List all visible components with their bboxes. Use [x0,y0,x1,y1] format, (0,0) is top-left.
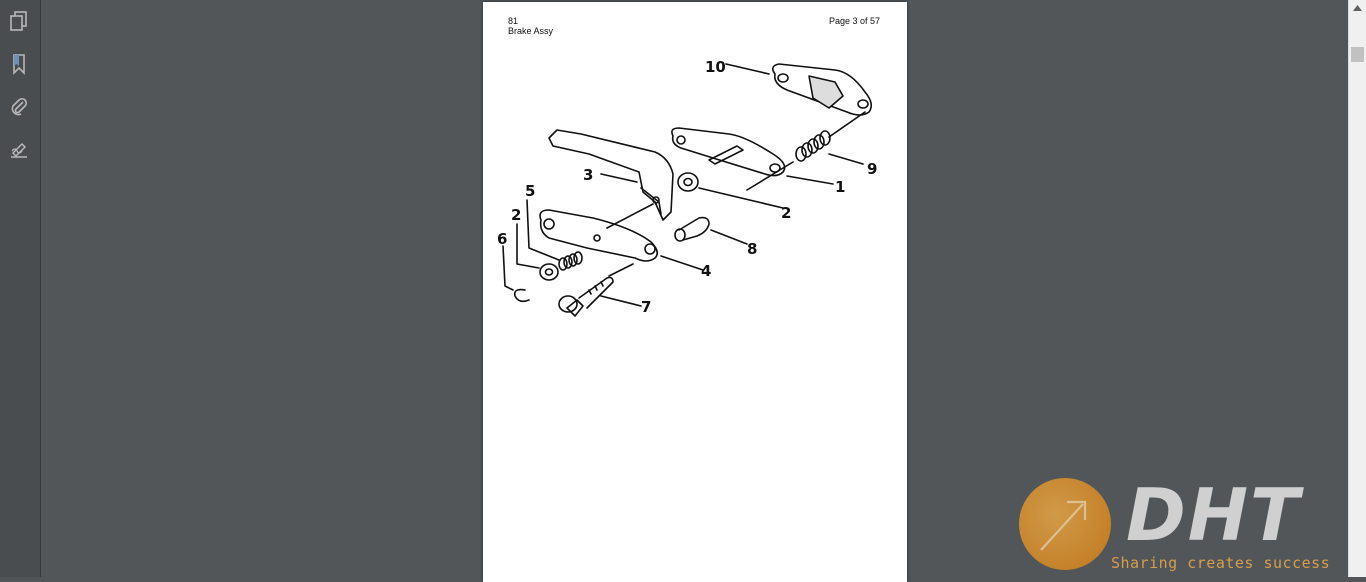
arrow-logo-icon [1019,478,1111,570]
document-viewer[interactable]: 81 Brake Assy Page 3 of 57 [41,0,1349,582]
scroll-up-arrow-icon[interactable] [1349,0,1366,16]
pages-icon[interactable] [6,8,32,34]
document-page: 81 Brake Assy Page 3 of 57 [483,2,907,582]
callout-1: 1 [835,178,845,196]
signature-icon[interactable] [6,137,32,163]
scrollbar-thumb[interactable] [1351,47,1364,62]
callout-9: 9 [867,160,877,178]
dht-watermark: DHT Sharing creates success [1018,473,1366,577]
callout-2-left: 2 [511,206,521,224]
vertical-scrollbar[interactable] [1348,0,1366,577]
bookmark-icon[interactable] [6,51,32,77]
navigation-sidebar [0,0,41,577]
page-number-label: 81 [508,16,519,26]
page-indicator: Page 3 of 57 [828,16,880,26]
watermark-tagline: Sharing creates success [1111,554,1331,572]
callout-2-right: 2 [781,204,791,222]
attachment-icon[interactable] [6,94,32,120]
callout-6: 6 [497,230,507,248]
callout-3: 3 [583,166,593,184]
callout-5: 5 [525,182,535,200]
callout-7: 7 [641,298,651,316]
brake-assembly-diagram: 10 9 1 3 2 5 2 8 6 4 7 [497,58,877,317]
callout-10: 10 [705,58,726,76]
callout-4: 4 [701,262,711,280]
watermark-logo-text: DHT [1126,473,1302,557]
callout-8: 8 [747,240,757,258]
section-title: Brake Assy [508,26,554,36]
